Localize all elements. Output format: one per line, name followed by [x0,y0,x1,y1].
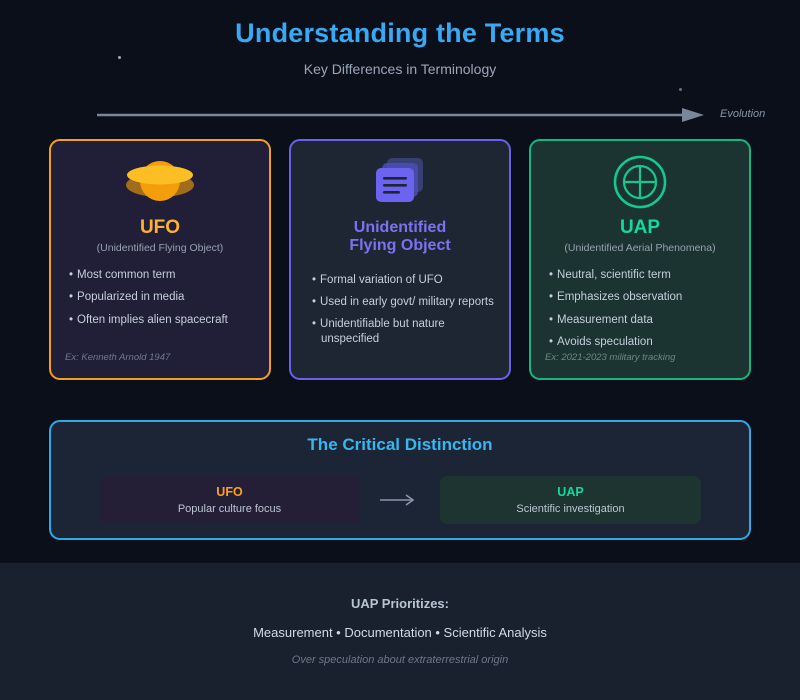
crosshair-target-icon [543,153,737,211]
distinction-uap-term: UAP [557,484,584,499]
card-ufo-expanded-bullets: •Formal variation of UFO •Used in early … [303,273,497,348]
list-item: •Popularized in media [69,291,185,304]
card-uap-subtitle: (Unidentified Aerial Phenomena) [564,242,716,255]
evolution-arrow-icon [97,108,704,122]
card-title-line-2: Flying Object [349,236,451,254]
list-item-label: Avoids speculation [557,335,653,348]
footer-background-band [0,563,800,700]
documents-stack-icon [303,153,497,211]
list-item-label: Measurement data [557,313,653,326]
card-ufo-bullets: •Most common term •Popularized in media … [63,268,257,328]
card-unidentified-flying-object[interactable]: Unidentified Flying Object •Formal varia… [289,139,511,380]
list-item: •Avoids speculation [549,335,653,348]
card-ufo-example: Ex: Kenneth Arnold 1947 [65,352,171,363]
page-subtitle: Key Differences in Terminology [303,61,497,77]
background-star-icon [679,88,682,91]
list-item: •Formal variation of UFO [312,273,443,286]
list-item: •Emphasizes observation [549,291,683,304]
list-item-label: Unidentifiable but nature unspecified [320,318,445,346]
page-title: Understanding the Terms [235,18,565,48]
card-ufo-expanded-title: Unidentified Flying Object [303,219,497,255]
distinction-box-uap[interactable]: UAP Scientific investigation [440,476,701,524]
list-item: •Most common term [69,269,176,282]
term-cards-row: UFO (Unidentified Flying Object) •Most c… [49,139,751,380]
evolution-label: Evolution [720,108,766,120]
distinction-box-ufo[interactable]: UFO Popular culture focus [99,476,360,524]
list-item: •Used in early govt/ military reports [312,295,494,308]
evolution-arrow [97,105,717,125]
card-ufo-title: UFO [139,217,181,238]
card-uap-bullets: •Neutral, scientific term •Emphasizes ob… [543,268,737,350]
list-item-label: Emphasizes observation [557,291,683,304]
right-arrow-icon [360,492,440,508]
list-item: •Measurement data [549,313,653,326]
list-item-label: Neutral, scientific term [557,269,671,282]
list-item: •Neutral, scientific term [549,269,671,282]
list-item-label: Popularized in media [77,291,185,304]
card-uap[interactable]: UAP (Unidentified Aerial Phenomena) •Neu… [529,139,751,380]
list-item-label: Formal variation of UFO [320,273,443,286]
list-item-label: Used in early govt/ military reports [320,295,494,308]
distinction-ufo-description: Popular culture focus [177,503,282,516]
footer-note: Over speculation about extraterrestrial … [291,654,509,666]
distinction-uap-description: Scientific investigation [516,503,625,516]
critical-distinction-row: UFO Popular culture focus UAP Scientific… [51,474,749,526]
card-uap-example: Ex: 2021-2023 military tracking [545,352,676,363]
footer-priority-list: Measurement • Documentation • Scientific… [253,625,547,640]
list-item: •Unidentifiable but nature unspecified [312,318,445,346]
card-ufo[interactable]: UFO (Unidentified Flying Object) •Most c… [49,139,271,380]
card-uap-title: UAP [619,217,661,238]
critical-distinction-title: The Critical Distinction [307,435,493,454]
footer-heading: UAP Prioritizes: [350,596,449,611]
background-star-icon [118,56,121,59]
card-ufo-subtitle: (Unidentified Flying Object) [96,242,224,255]
flying-saucer-icon [63,153,257,211]
card-title-line-1: Unidentified [353,219,447,236]
list-item: •Often implies alien spacecraft [69,313,228,326]
critical-distinction-panel: The Critical Distinction UFO Popular cul… [49,420,751,540]
list-item-label: Often implies alien spacecraft [77,313,228,326]
list-item-label: Most common term [77,269,176,282]
distinction-ufo-term: UFO [216,484,243,499]
